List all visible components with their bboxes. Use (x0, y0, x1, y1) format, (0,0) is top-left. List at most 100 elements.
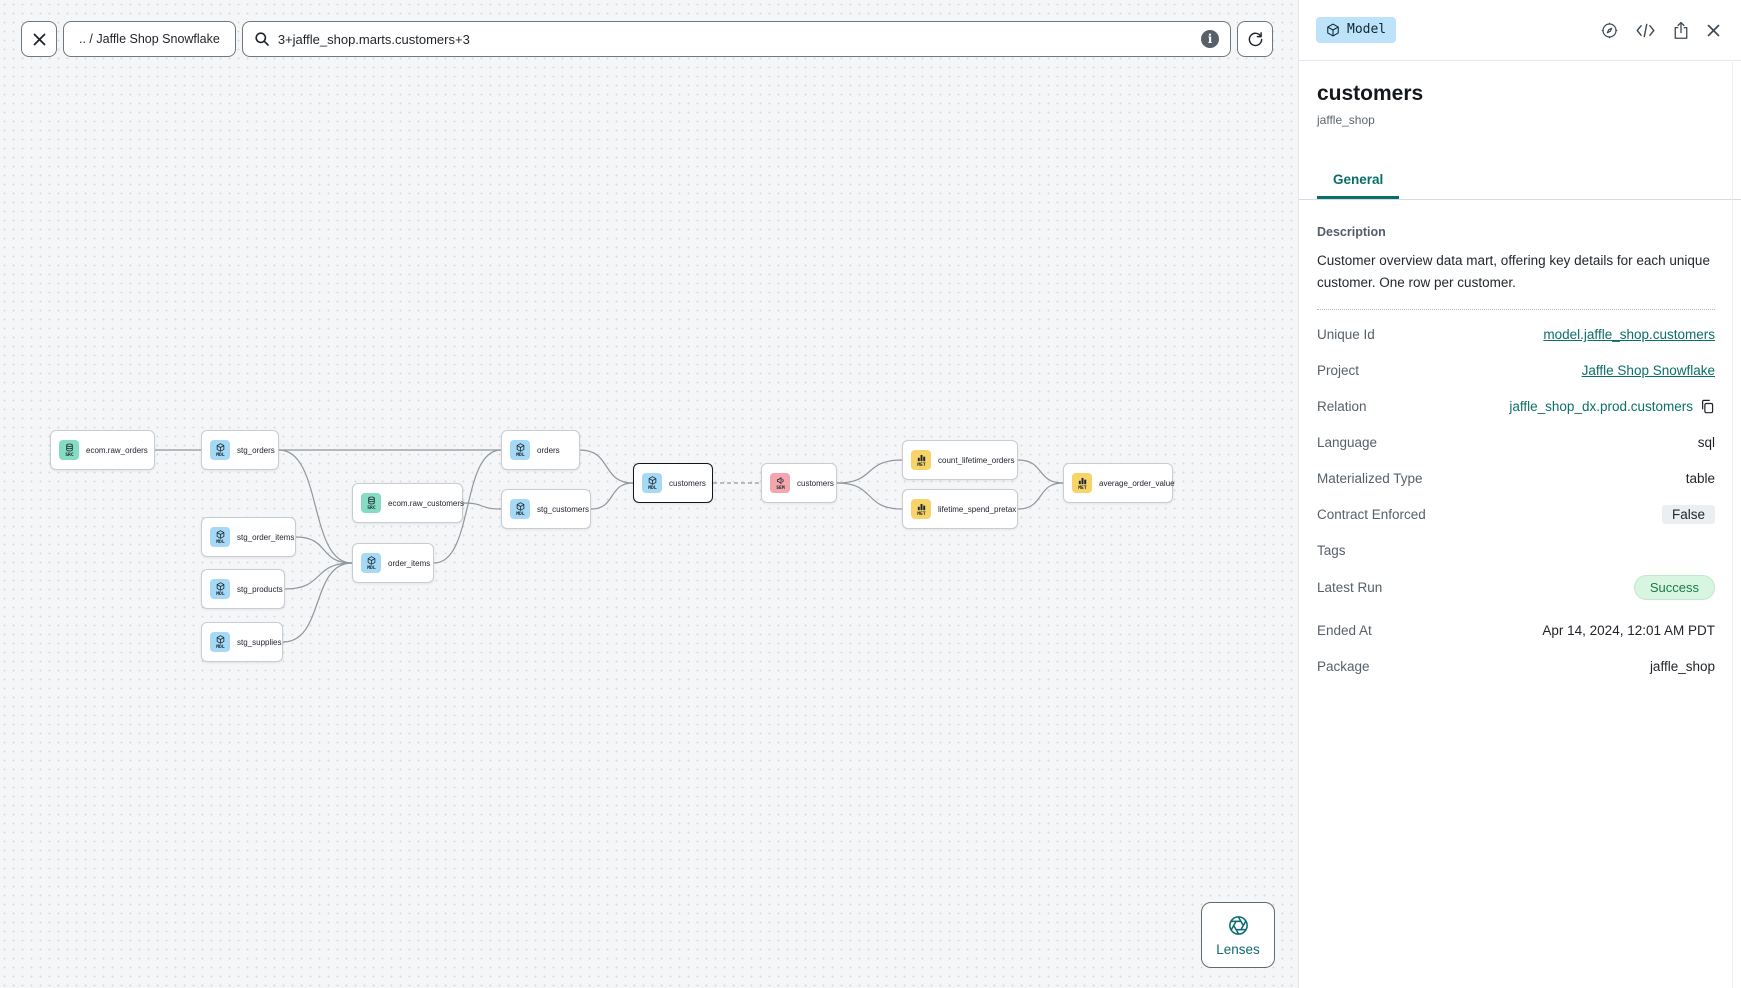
node-label: stg_order_items (237, 532, 295, 542)
lineage-node-stg_products[interactable]: MDL stg_products (201, 569, 285, 609)
panel-tabs: General (1299, 164, 1741, 200)
status-badge: Success (1633, 575, 1715, 600)
relation-value: jaffle_shop_dx.prod.customers (1509, 399, 1693, 414)
lenses-label: Lenses (1216, 941, 1260, 957)
explore-compass-icon[interactable] (1600, 21, 1619, 40)
field-label: Tags (1317, 543, 1346, 558)
share-icon[interactable] (1672, 21, 1690, 40)
lineage-node-order_items[interactable]: MDL order_items (352, 543, 434, 583)
edge-lifetime_spend_pretax-to-average_order_value (1017, 482, 1064, 510)
panel-header-actions (1600, 21, 1721, 40)
edge-customers_sem-to-count_lifetime_orders (836, 459, 903, 484)
field-label: Package (1317, 659, 1370, 674)
node-label: order_items (388, 558, 431, 568)
field-row-latest-run: Latest Run Success (1317, 575, 1715, 600)
page-title: customers (1317, 82, 1424, 105)
edge-orders-to-customers (579, 449, 634, 484)
search-icon (255, 32, 269, 46)
node-label: stg_orders (237, 445, 275, 455)
edge-order_items-to-orders (433, 449, 502, 564)
lineage-node-ecom_raw_orders[interactable]: SRC ecom.raw_orders (50, 430, 155, 470)
panel-header: Model (1299, 0, 1741, 61)
unique-id-link[interactable]: model.jaffle_shop.customers (1543, 327, 1715, 342)
search-bar[interactable]: i (241, 21, 1231, 57)
node-label: ecom.raw_orders (86, 445, 148, 455)
field-row-contract-enforced: Contract Enforced False (1317, 503, 1715, 526)
lineage-node-average_order_value[interactable]: MET average_order_value (1063, 463, 1175, 503)
model-icon: MDL (210, 579, 230, 599)
field-row-unique-id: Unique Id model.jaffle_shop.customers (1317, 323, 1715, 346)
lineage-node-stg_orders[interactable]: MDL stg_orders (201, 430, 279, 470)
package-subtitle: jaffle_shop (1317, 113, 1375, 127)
model-cube-icon (1327, 23, 1339, 36)
field-row-tags: Tags (1317, 539, 1715, 562)
field-row-ended-at: Ended At Apr 14, 2024, 12:01 AM PDT (1317, 619, 1715, 642)
tab-general[interactable]: General (1317, 164, 1400, 199)
metric-icon: MET (1072, 473, 1092, 493)
model-icon: MDL (361, 553, 381, 573)
resource-type-badge: Model (1316, 17, 1397, 43)
node-label: average_order_value (1099, 478, 1175, 488)
field-label: Unique Id (1317, 327, 1375, 342)
node-label: customers (797, 478, 834, 488)
field-label: Materialized Type (1317, 471, 1423, 486)
node-label: stg_supplies (237, 637, 282, 647)
metric-icon: MET (911, 450, 931, 470)
package-value: jaffle_shop (1649, 659, 1715, 674)
lineage-edges (154, 449, 1064, 643)
field-row-materialized-type: Materialized Type table (1317, 467, 1715, 490)
model-icon: MDL (510, 499, 530, 519)
field-row-relation: Relation jaffle_shop_dx.prod.customers (1317, 395, 1715, 418)
edge-stg_products-to-order_items (284, 562, 353, 590)
lineage-node-customers[interactable]: MDL customers (633, 463, 713, 503)
lineage-node-ecom_raw_customers[interactable]: SRC ecom.raw_customers (352, 483, 465, 523)
node-label: ecom.raw_customers (388, 498, 465, 508)
model-icon: MDL (510, 440, 530, 460)
field-label: Project (1317, 363, 1360, 378)
breadcrumb[interactable]: .. / Jaffle Shop Snowflake (63, 21, 236, 57)
panel-close-icon[interactable] (1706, 23, 1721, 38)
model-icon: MDL (210, 440, 230, 460)
lenses-button[interactable]: Lenses (1201, 902, 1275, 968)
language-value: sql (1697, 435, 1715, 450)
edge-stg_customers-to-customers (590, 482, 634, 510)
node-label: customers (669, 478, 706, 488)
lineage-node-stg_customers[interactable]: MDL stg_customers (501, 489, 591, 529)
project-link[interactable]: Jaffle Shop Snowflake (1581, 363, 1715, 378)
contract-enforced-badge: False (1661, 505, 1715, 524)
close-icon (33, 33, 45, 45)
source-icon: SRC (59, 440, 79, 460)
refresh-icon (1248, 31, 1262, 46)
edge-stg_supplies-to-order_items (282, 562, 353, 643)
refresh-button[interactable] (1237, 21, 1273, 57)
edge-stg_order_items-to-order_items (295, 536, 353, 564)
field-label: Latest Run (1317, 580, 1383, 595)
model-icon: MDL (642, 473, 662, 493)
copy-icon[interactable] (1700, 399, 1715, 414)
info-icon[interactable]: i (1201, 30, 1219, 48)
code-icon[interactable] (1635, 22, 1656, 39)
field-label: Language (1317, 435, 1378, 450)
resource-type-label: Model (1347, 22, 1387, 37)
field-row-language: Language sql (1317, 431, 1715, 454)
source-icon: SRC (361, 493, 381, 513)
node-label: stg_products (237, 584, 283, 594)
search-input[interactable] (277, 31, 1193, 47)
field-label: Relation (1317, 399, 1367, 414)
details-panel: Model customers jaffle_shop (1298, 0, 1741, 988)
field-row-project: Project Jaffle Shop Snowflake (1317, 359, 1715, 382)
node-label: stg_customers (537, 504, 590, 514)
edge-count_lifetime_orders-to-average_order_value (1017, 459, 1064, 484)
materialized-type-value: table (1685, 471, 1715, 486)
edge-stg_orders-to-order_items (278, 449, 353, 564)
close-lineage-button[interactable] (21, 21, 57, 57)
ended-at-value: Apr 14, 2024, 12:01 AM PDT (1542, 623, 1715, 638)
description-heading: Description (1317, 225, 1386, 239)
